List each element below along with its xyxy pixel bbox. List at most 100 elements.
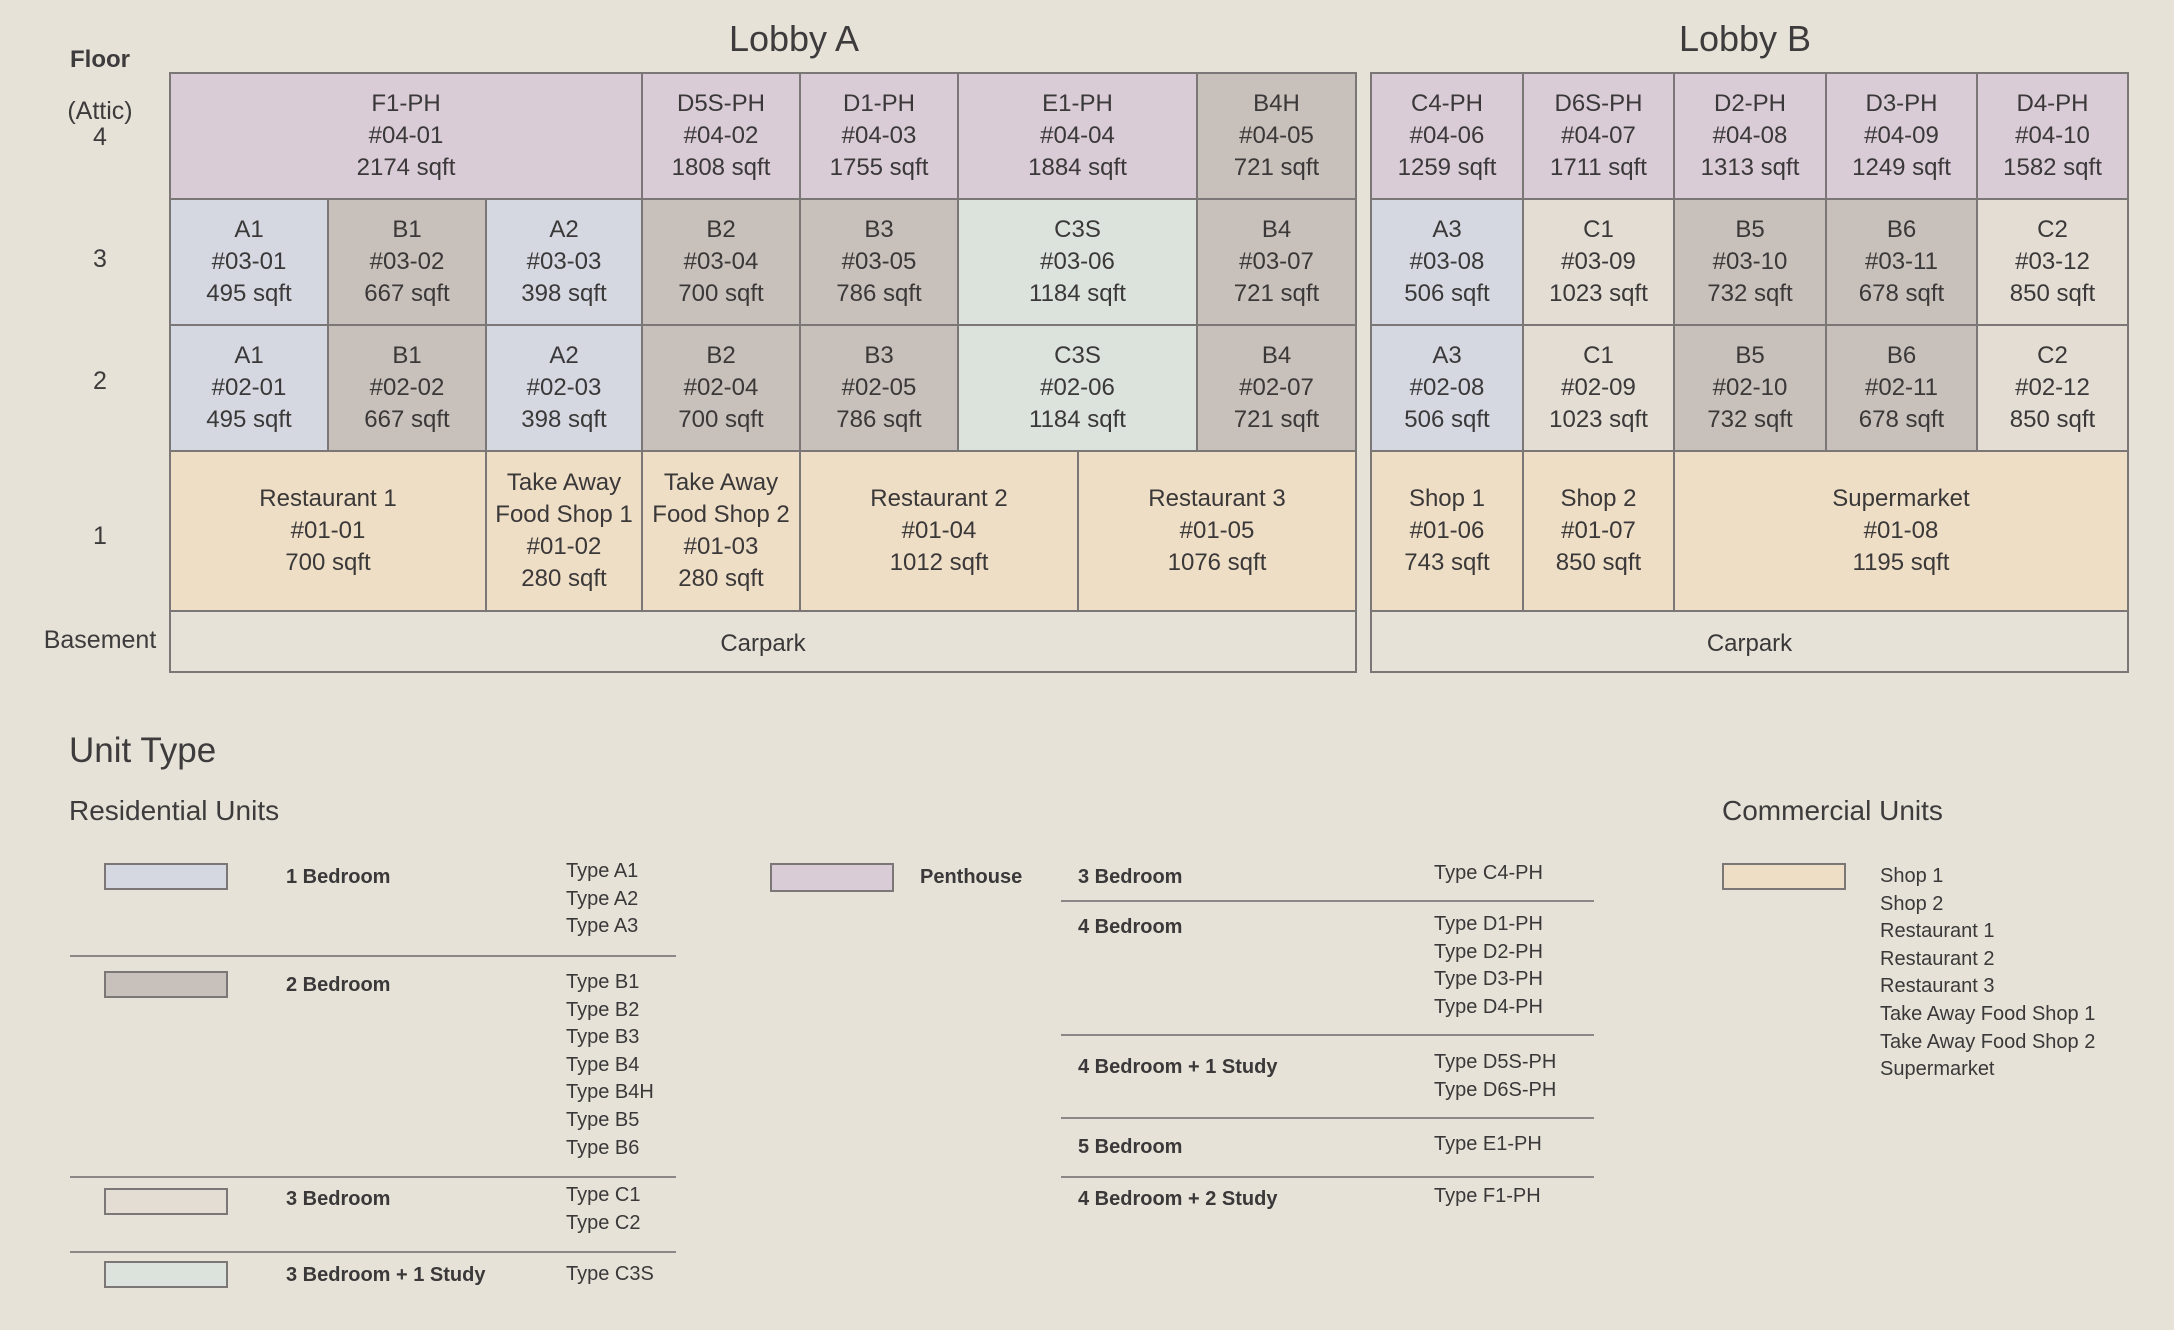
unit-number: #03-05 [841, 248, 917, 275]
carpark-cell[interactable]: Carpark [169, 610, 1357, 673]
unit-cell[interactable]: A1 #03-01 495 sqft [169, 198, 329, 326]
legend-types-3-bedroom: Type C1 Type C2 [566, 1184, 641, 1234]
unit-number: #04-06 [1409, 122, 1485, 149]
carpark-cell[interactable]: Carpark [1370, 610, 2129, 673]
commercial-cell[interactable]: Restaurant 1 #01-01 700 sqft [169, 450, 487, 612]
unit-cell[interactable]: C2 #02-12 850 sqft [1976, 324, 2129, 452]
unit-number: #02-08 [1409, 374, 1485, 401]
unit-cell[interactable]: C3S #02-06 1184 sqft [957, 324, 1198, 452]
unit-cell[interactable]: C2 #03-12 850 sqft [1976, 198, 2129, 326]
unit-cell[interactable]: C3S #03-06 1184 sqft [957, 198, 1198, 326]
unit-number: #02-02 [369, 374, 445, 401]
unit-name: Take Away [506, 469, 622, 496]
unit-name: Restaurant 3 [1148, 485, 1286, 512]
unit-area: 1023 sqft [1549, 280, 1648, 307]
unit-cell[interactable]: B4 #03-07 721 sqft [1196, 198, 1357, 326]
legend-divider [70, 1251, 676, 1253]
unit-cell[interactable]: B4H #04-05 721 sqft [1196, 72, 1357, 200]
unit-type: C3S [1054, 342, 1101, 369]
unit-number: #01-05 [1179, 517, 1255, 544]
unit-cell[interactable]: A1 #02-01 495 sqft [169, 324, 329, 452]
legend-title: Unit Type [69, 731, 217, 770]
unit-cell[interactable]: A3 #02-08 506 sqft [1370, 324, 1524, 452]
unit-area: 1023 sqft [1549, 406, 1648, 433]
unit-number: #03-12 [2015, 248, 2090, 275]
unit-cell[interactable]: F1-PH #04-01 2174 sqft [169, 72, 643, 200]
penthouse-types-4-bedroom: Type D1-PH Type D2-PH Type D3-PH Type D4… [1434, 913, 1543, 1018]
penthouse-types-3-bedroom: Type C4-PH [1434, 862, 1543, 884]
unit-number: #04-04 [1040, 122, 1115, 149]
unit-type: A1 [234, 216, 264, 243]
penthouse-sub-3-bedroom: 3 Bedroom [1078, 866, 1183, 888]
unit-number: #02-06 [1040, 374, 1115, 401]
unit-cell[interactable]: D6S-PH #04-07 1711 sqft [1522, 72, 1675, 200]
unit-area: 1195 sqft [1852, 549, 1950, 576]
unit-area: 667 sqft [364, 406, 450, 433]
unit-type: D5S-PH [676, 90, 766, 117]
unit-cell[interactable]: C1 #03-09 1023 sqft [1522, 198, 1675, 326]
unit-area: 280 sqft [521, 565, 607, 592]
unit-number: #01-08 [1863, 517, 1939, 544]
unit-type: B6 [1886, 342, 1917, 369]
unit-cell[interactable]: B1 #02-02 667 sqft [327, 324, 487, 452]
unit-type: D4-PH [2016, 90, 2089, 117]
unit-number: #01-03 [683, 533, 759, 560]
unit-cell[interactable]: A2 #03-03 398 sqft [485, 198, 643, 326]
unit-number: #02-01 [211, 374, 287, 401]
commercial-cell[interactable]: Shop 1 #01-06 743 sqft [1370, 450, 1524, 612]
unit-type: C2 [2037, 342, 2068, 369]
unit-cell[interactable]: B2 #03-04 700 sqft [641, 198, 801, 326]
unit-cell[interactable]: E1-PH #04-04 1884 sqft [957, 72, 1198, 200]
unit-area: 495 sqft [206, 280, 292, 307]
unit-cell[interactable]: B5 #02-10 732 sqft [1673, 324, 1827, 452]
unit-area: 1184 sqft [1029, 406, 1126, 433]
unit-cell[interactable]: A3 #03-08 506 sqft [1370, 198, 1524, 326]
unit-type: A3 [1432, 342, 1462, 369]
unit-cell[interactable]: D4-PH #04-10 1582 sqft [1976, 72, 2129, 200]
floor-column-header: Floor [70, 46, 130, 73]
commercial-cell[interactable]: Supermarket #01-08 1195 sqft [1673, 450, 2129, 612]
unit-cell[interactable]: B3 #02-05 786 sqft [799, 324, 959, 452]
legend-label-penthouse: Penthouse [920, 866, 1023, 888]
unit-area: 1755 sqft [829, 154, 929, 181]
unit-name: Shop 1 [1408, 485, 1486, 512]
commercial-cell[interactable]: Take Away Food Shop 1 #01-02 280 sqft [485, 450, 643, 612]
unit-cell[interactable]: C4-PH #04-06 1259 sqft [1370, 72, 1524, 200]
commercial-cell[interactable]: Restaurant 3 #01-05 1076 sqft [1077, 450, 1357, 612]
unit-cell[interactable]: B4 #02-07 721 sqft [1196, 324, 1357, 452]
unit-cell[interactable]: D2-PH #04-08 1313 sqft [1673, 72, 1827, 200]
commercial-types-list: Shop 1 Shop 2 Restaurant 1 Restaurant 2 … [1880, 865, 2096, 1081]
unit-area: 732 sqft [1707, 280, 1793, 307]
unit-cell[interactable]: B1 #03-02 667 sqft [327, 198, 487, 326]
unit-cell[interactable]: A2 #02-03 398 sqft [485, 324, 643, 452]
unit-cell[interactable]: D3-PH #04-09 1249 sqft [1825, 72, 1978, 200]
unit-type: C1 [1583, 342, 1614, 369]
unit-type: C3S [1054, 216, 1101, 243]
unit-type: C4-PH [1410, 90, 1483, 117]
unit-number: #02-07 [1239, 374, 1314, 401]
commercial-cell[interactable]: Restaurant 2 #01-04 1012 sqft [799, 450, 1079, 612]
unit-cell[interactable]: B6 #03-11 678 sqft [1825, 198, 1978, 326]
unit-cell[interactable]: B3 #03-05 786 sqft [799, 198, 959, 326]
unit-cell[interactable]: C1 #02-09 1023 sqft [1522, 324, 1675, 452]
unit-name: Restaurant 2 [870, 485, 1008, 512]
unit-cell[interactable]: D1-PH #04-03 1755 sqft [799, 72, 959, 200]
unit-type: B4H [1253, 90, 1300, 117]
floor-label-4: 4 [93, 123, 107, 151]
commercial-cell[interactable]: Take Away Food Shop 2 #01-03 280 sqft [641, 450, 801, 612]
legend-divider [1061, 1117, 1594, 1119]
legend-divider [1061, 900, 1594, 902]
unit-cell[interactable]: B6 #02-11 678 sqft [1825, 324, 1978, 452]
unit-number: #02-10 [1712, 374, 1788, 401]
commercial-cell[interactable]: Shop 2 #01-07 850 sqft [1522, 450, 1675, 612]
unit-type: B3 [864, 342, 894, 369]
unit-cell[interactable]: B5 #03-10 732 sqft [1673, 198, 1827, 326]
unit-number: #02-09 [1561, 374, 1636, 401]
unit-type: A1 [234, 342, 264, 369]
floor-label-2: 2 [93, 367, 107, 395]
unit-area: 1012 sqft [889, 549, 989, 576]
unit-cell[interactable]: D5S-PH #04-02 1808 sqft [641, 72, 801, 200]
unit-cell[interactable]: B2 #02-04 700 sqft [641, 324, 801, 452]
unit-area: 506 sqft [1404, 406, 1490, 433]
legend-divider [70, 955, 676, 957]
